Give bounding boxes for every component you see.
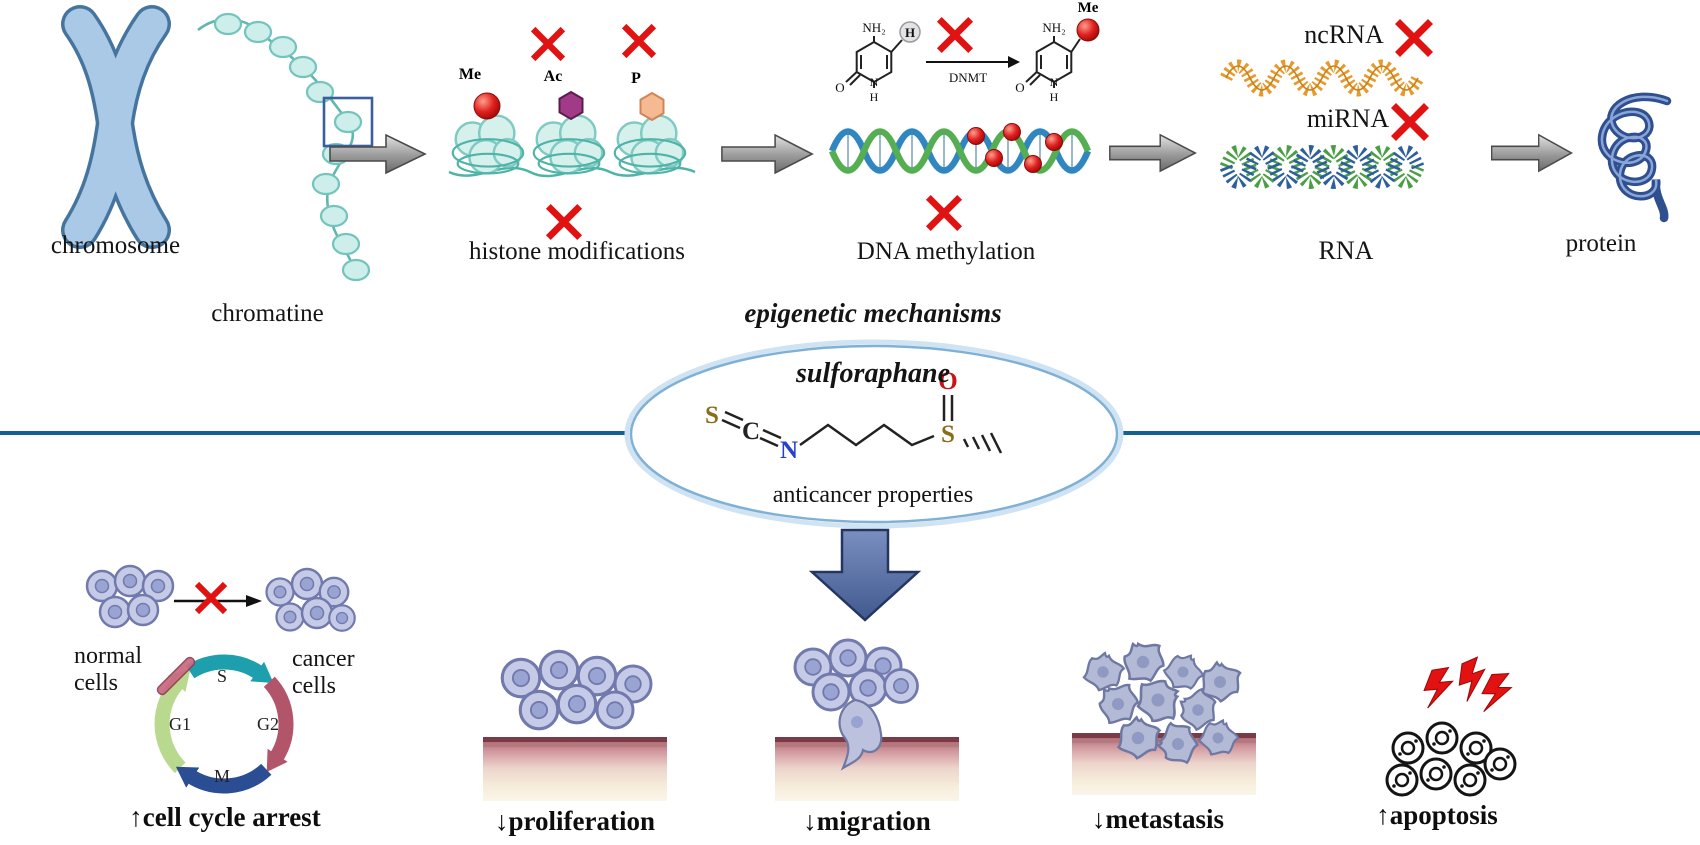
apoptosis-cells: [1385, 656, 1517, 797]
atom-o: O: [938, 368, 957, 395]
phase-s-label: S: [217, 666, 227, 686]
chromosome-label: chromosome: [50, 232, 181, 259]
methyl-ball-icon: [473, 92, 501, 120]
p-mark-label: P: [631, 70, 641, 87]
metastasis-cells: [1080, 636, 1244, 766]
cancer-cells-label: cancer cells: [292, 646, 355, 699]
svg-text:H: H: [905, 25, 915, 40]
red-x-icon-above-p: [621, 23, 657, 59]
sulforaphane-structure: [721, 395, 1003, 454]
svg-text:O: O: [1015, 80, 1024, 95]
rna-caption: RNA: [1318, 236, 1374, 265]
lightning-bolt-icon: [1455, 656, 1489, 703]
normal-cells-illustration: [85, 564, 175, 629]
chromatin-illustration: [197, 12, 374, 282]
migration-cells: [793, 638, 919, 771]
migrating-cell: [838, 698, 883, 771]
dna-methylation-reaction: NH₂ O N H H DNMT NH₂ O N H: [835, 18, 1100, 104]
protein-illustration: [1597, 92, 1672, 223]
ncrna-label: ncRNA: [1304, 20, 1384, 49]
arrest-bar: [156, 656, 196, 696]
proliferation-cells: [500, 649, 653, 731]
atom-s1: S: [705, 402, 719, 429]
properties-caption: anticancer properties: [772, 482, 974, 508]
acetyl-hexagon-icon: [558, 90, 584, 121]
flow-arrow-2-icon: [720, 131, 815, 177]
ncrna-wave: [1220, 59, 1424, 97]
mirna-waves: [1219, 145, 1425, 189]
chromatine-label: chromatine: [211, 300, 324, 327]
phase-g2-label: G2: [257, 714, 279, 734]
dna-caption: DNA methylation: [856, 238, 1036, 265]
sulforaphane-ellipse: S C N S O: [624, 339, 1124, 529]
chromosome-illustration: [61, 5, 171, 249]
phospho-hexagon-icon: [639, 91, 665, 122]
svg-text:N: N: [870, 75, 879, 89]
red-x-icon-dnmt: [936, 16, 974, 54]
svg-text:NH₂: NH₂: [862, 20, 885, 35]
histone-illustration: [448, 90, 696, 178]
dna-helix-illustration: [828, 123, 1092, 174]
atom-s2: S: [941, 421, 955, 448]
big-down-arrow-icon: [808, 528, 922, 622]
metastasis-caption: ↓metastasis: [1092, 804, 1224, 834]
svg-text:H: H: [870, 90, 879, 104]
red-x-icon-transformation: [194, 581, 228, 615]
me-mark-label: Me: [458, 66, 482, 83]
methyl-ball-icon: [1076, 18, 1100, 42]
compound-name: sulforaphane: [795, 358, 951, 389]
proliferation-surface: [483, 737, 667, 801]
flow-arrow-3-icon: [1108, 131, 1198, 175]
methyl-ball-icon: [967, 123, 1063, 173]
svg-text:O: O: [835, 80, 844, 95]
cytosine-methylated: [1025, 36, 1081, 88]
mirna-label: miRNA: [1306, 104, 1390, 133]
cytosine-unmethylated: [845, 36, 903, 88]
lightning-bolt-icon: [1421, 664, 1455, 712]
phase-g1-label: G1: [169, 714, 191, 734]
atom-n: N: [780, 437, 798, 464]
me-dna-label: Me: [1077, 0, 1099, 16]
svg-text:NH₂: NH₂: [1042, 20, 1065, 35]
ac-mark-label: Ac: [543, 68, 563, 85]
flow-arrow-1-icon: [328, 131, 428, 177]
chromatin-zoom-box: [322, 96, 374, 148]
cell-cycle-diagram: G1 S G2 M: [154, 654, 294, 794]
atom-c: C: [742, 418, 760, 445]
apoptosis-caption: ↑apoptosis: [1376, 800, 1498, 830]
red-x-icon-ncrna: [1394, 18, 1434, 58]
red-x-icon-above-ac: [530, 26, 566, 62]
proliferation-caption: ↓proliferation: [495, 806, 655, 836]
phase-m-label: M: [214, 766, 230, 786]
migration-caption: ↓migration: [803, 806, 931, 836]
dnmt-label: DNMT: [949, 70, 987, 85]
svg-text:N: N: [1050, 75, 1059, 89]
protein-label: protein: [1565, 230, 1637, 257]
mechanisms-title: epigenetic mechanisms: [744, 298, 1002, 328]
svg-text:H: H: [1050, 90, 1059, 104]
cell-cycle-caption: ↑cell cycle arrest: [129, 802, 321, 832]
hydrogen-atom-icon: [899, 21, 921, 43]
red-x-icon-dna: [925, 194, 963, 232]
histone-caption: histone modifications: [469, 238, 685, 265]
normal-cells-label: normal cells: [74, 643, 142, 696]
lightning-bolt-icon: [1477, 667, 1515, 718]
red-x-icon-histones: [545, 203, 583, 241]
